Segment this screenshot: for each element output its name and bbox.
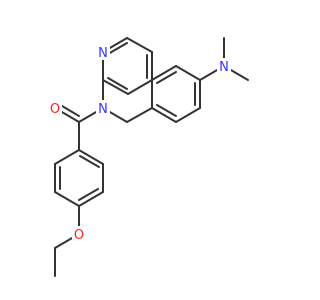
molecule-structure: N O O N N	[48, 37, 249, 277]
bond	[102, 79, 129, 95]
bond	[156, 71, 177, 84]
bond	[151, 107, 177, 123]
atom-label: N	[98, 46, 108, 61]
bond	[151, 65, 177, 81]
bond	[78, 191, 104, 207]
bond	[175, 65, 201, 81]
bond	[126, 107, 153, 123]
bond	[78, 149, 104, 165]
bond	[107, 42, 128, 55]
atom-o-ether: O	[72, 226, 86, 243]
bond	[156, 104, 177, 117]
bond	[78, 188, 99, 201]
bond	[107, 77, 128, 90]
bond	[126, 37, 153, 53]
atom-label: N	[98, 102, 108, 117]
bond	[54, 149, 80, 165]
atom-label: O	[74, 228, 84, 243]
bond	[54, 191, 80, 207]
bond	[79, 155, 100, 168]
atom-labels: N O O N N	[48, 44, 231, 243]
atom-label: O	[50, 102, 60, 117]
atom-n-pyridine: N	[96, 44, 110, 61]
atom-label: N	[219, 60, 229, 75]
atom-o-carbonyl: O	[48, 100, 62, 117]
bond	[175, 107, 201, 123]
atom-n-amide: N	[96, 100, 110, 117]
atom-n-dimethyl: N	[217, 58, 231, 75]
bond	[127, 79, 153, 95]
